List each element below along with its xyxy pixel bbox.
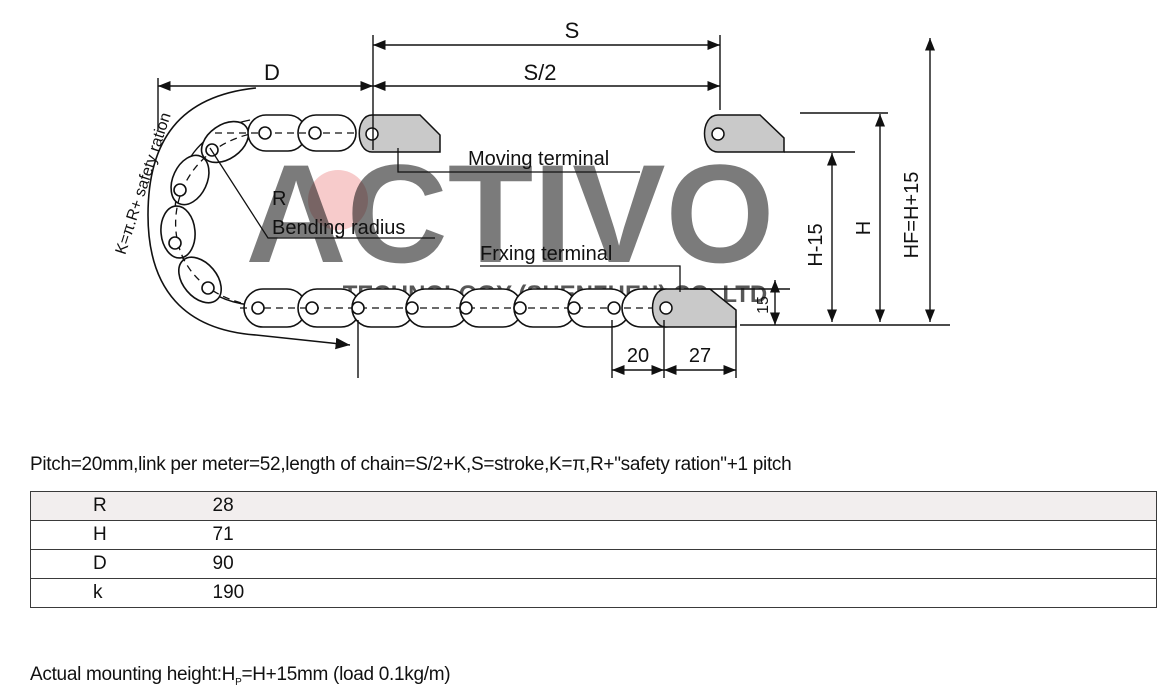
spec-key: k — [30, 578, 161, 608]
dim-s — [372, 35, 721, 150]
table-row: D 90 — [30, 549, 1157, 579]
spec-value: 28 — [160, 491, 1157, 521]
label-h: H — [853, 221, 875, 235]
spec-key: D — [30, 549, 161, 579]
dim-d — [157, 78, 373, 130]
fixing-leader — [480, 265, 681, 292]
spec-value: 190 — [160, 578, 1157, 608]
upper-pins — [168, 126, 322, 295]
footer-text-after: =H+15mm (load 0.1kg/m) — [241, 664, 451, 685]
table-row: R 28 — [30, 491, 1157, 521]
label-27: 27 — [689, 345, 711, 367]
dim-15 — [690, 280, 790, 325]
label-moving-terminal: Moving terminal — [468, 148, 609, 170]
bending-leader — [209, 147, 435, 239]
table-row: H 71 — [30, 520, 1157, 550]
drag-chain-diagram: ACTIVO TECHNOLOGY (SHENZHEN) CO.,LTD — [113, 18, 950, 378]
moving-terminal-left-pin — [365, 127, 379, 141]
bend-links — [160, 120, 250, 304]
label-15: 15 — [755, 296, 772, 314]
label-hf: HF=H+15 — [901, 172, 923, 259]
spec-key: H — [30, 520, 161, 550]
label-fixing-terminal: Frxing terminal — [480, 243, 612, 265]
spec-value: 90 — [160, 549, 1157, 579]
fixing-terminal — [651, 288, 737, 328]
label-r: R — [272, 188, 286, 210]
fixing-terminal-pin — [659, 301, 673, 315]
dim-bottom — [357, 320, 737, 378]
upper-links — [247, 114, 357, 152]
table-row: k 190 — [30, 578, 1157, 608]
dim-heights — [784, 38, 936, 322]
spec-key: R — [30, 491, 161, 521]
moving-terminal-left — [358, 114, 441, 153]
moving-terminal-right — [703, 114, 785, 153]
watermark-dot — [308, 170, 368, 230]
label-h-minus-15: H-15 — [805, 223, 827, 266]
moving-terminal-right-pin — [711, 127, 725, 141]
pitch-note: Pitch=20mm,link per meter=52,length of c… — [30, 454, 792, 475]
label-bending-radius: Bending radius — [272, 217, 405, 239]
label-s: S — [565, 18, 580, 43]
mounting-height-note: Actual mounting height:HP=H+15mm (load 0… — [30, 664, 451, 688]
footer-subscript: P — [235, 676, 242, 688]
label-20: 20 — [627, 345, 649, 367]
spec-value: 71 — [160, 520, 1157, 550]
moving-leader — [397, 148, 640, 173]
label-d: D — [264, 60, 280, 85]
lower-pins — [251, 301, 621, 315]
label-s-half: S/2 — [523, 60, 556, 85]
chain-outer-arc — [147, 87, 351, 350]
spec-table: R 28 H 71 D 90 k 190 — [30, 491, 1157, 608]
bend-centerline — [175, 131, 261, 306]
footer-text-before: Actual mounting height:H — [30, 664, 236, 685]
